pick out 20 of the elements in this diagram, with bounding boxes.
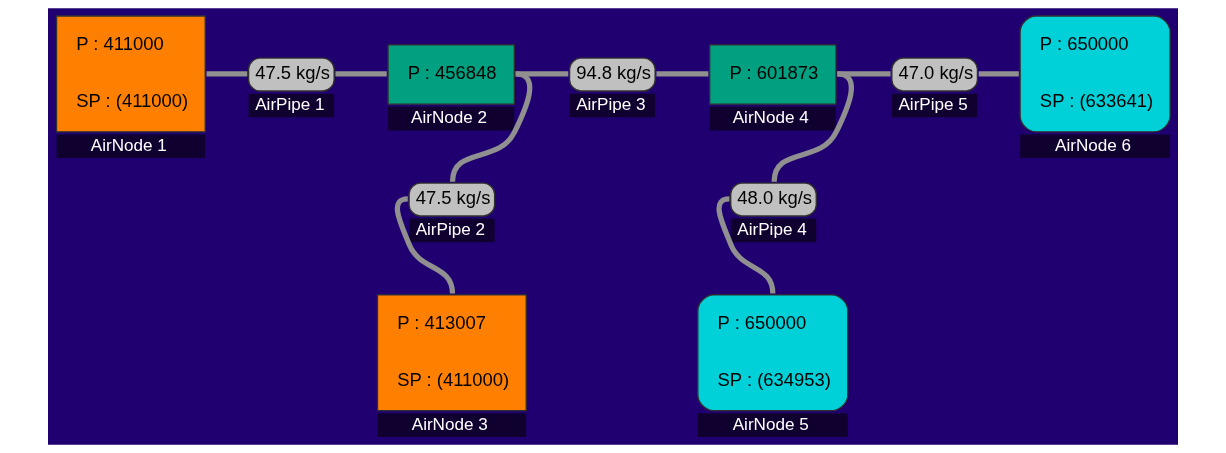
connector xyxy=(449,71,533,183)
connector xyxy=(335,71,387,77)
node-label: AirNode 4 xyxy=(732,108,809,128)
connector xyxy=(656,71,709,77)
connector xyxy=(837,71,891,77)
node-label: AirPipe 5 xyxy=(898,94,968,114)
node-label: AirPipe 1 xyxy=(255,94,325,114)
node-label: AirNode 1 xyxy=(90,135,167,155)
node-label: AirPipe 2 xyxy=(415,219,486,239)
node-label: AirPipe 3 xyxy=(576,94,646,114)
connector xyxy=(394,196,456,294)
node-label: AirNode 5 xyxy=(732,414,809,434)
node-label: AirNode 6 xyxy=(1055,135,1132,155)
node-label: AirNode 2 xyxy=(411,108,488,128)
connector xyxy=(515,71,569,77)
node-label: AirPipe 4 xyxy=(737,219,807,239)
connector xyxy=(206,71,248,77)
node-label: AirNode 3 xyxy=(411,414,488,434)
connector xyxy=(978,71,1019,77)
connector xyxy=(716,196,776,294)
